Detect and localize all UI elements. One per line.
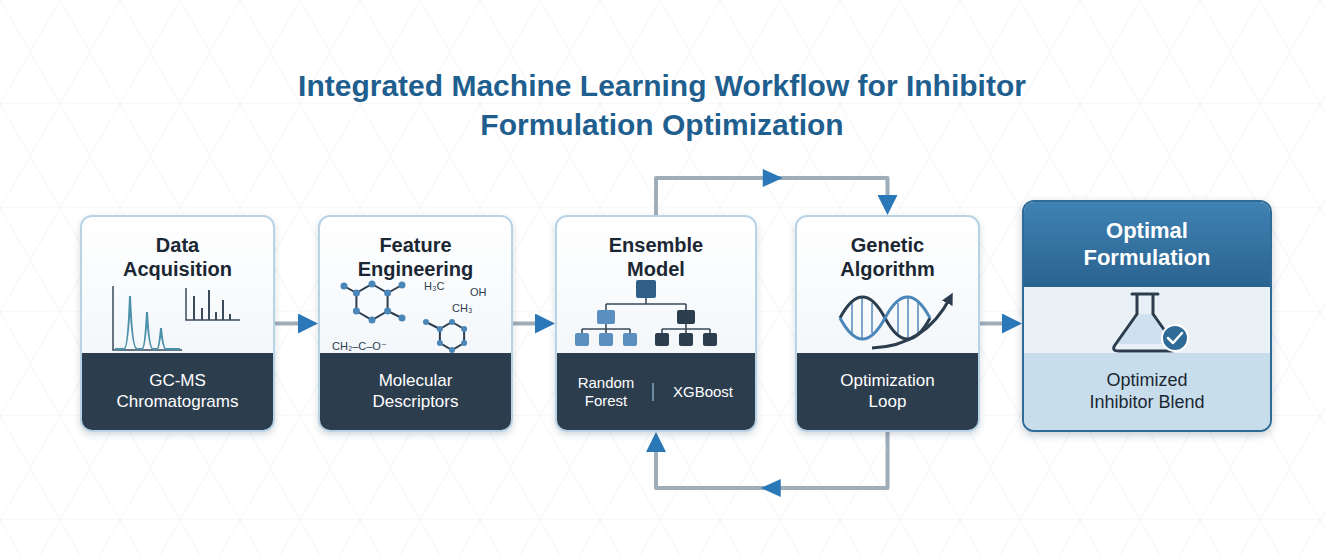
header-band: Optimal Formulation (1024, 202, 1270, 287)
header-area: Feature Engineering (320, 217, 511, 281)
box-caption: Random Forest (560, 374, 652, 410)
formula-label: CH₂–C–O⁻ (332, 340, 387, 352)
loop-arrowhead (763, 169, 783, 187)
footer-band: Molecular Descriptors (320, 353, 511, 430)
box-caption: Optimized Inhibitor Blend (1066, 370, 1228, 413)
diagram-title: Integrated Machine Learning Workflow for… (292, 66, 1032, 144)
box-heading: Ensemble Model (590, 233, 722, 281)
box-caption: XGBoost (652, 383, 752, 401)
box-heading: Genetic Algorithm (822, 233, 954, 281)
footer-band: GC-MS Chromatograms (82, 353, 273, 430)
header-area: Data Acquisition (82, 217, 273, 281)
feedback-loop-arrow (656, 432, 888, 488)
box-caption: Molecular Descriptors (335, 371, 497, 412)
formula-label: H₃C (424, 280, 444, 292)
footer-band: Optimized Inhibitor Blend (1024, 353, 1270, 430)
title-block: Integrated Machine Learning Workflow for… (292, 66, 1032, 144)
process-box: Feature EngineeringMolecular Descriptors (318, 215, 513, 432)
box-heading: Feature Engineering (350, 233, 482, 281)
formula-label-wrap: CH₂–C–O⁻ (332, 336, 387, 354)
formula-label-wrap: H₃C (424, 276, 444, 294)
box-heading: Optimal Formulation (1057, 218, 1237, 271)
footer-band: Optimization Loop (797, 353, 978, 430)
flow-arrow (980, 322, 1014, 326)
formula-label: OH (470, 286, 487, 298)
tree-icon (575, 280, 717, 346)
flask-icon (1114, 294, 1188, 351)
process-box: Ensemble ModelRandom ForestXGBoost (555, 215, 757, 432)
formula-label-wrap: OH (470, 282, 487, 300)
box-caption: Optimization Loop (817, 371, 959, 412)
footer-band: Random ForestXGBoost (557, 353, 755, 430)
flow-arrow (275, 322, 310, 326)
loop-arrowhead (761, 479, 781, 497)
box-heading: Data Acquisition (112, 233, 244, 281)
chromatogram-icon (113, 286, 240, 350)
flow-arrow (513, 322, 547, 326)
box-caption: GC-MS Chromatograms (97, 371, 259, 412)
dna-icon (840, 297, 950, 348)
formula-label: CH₃ (452, 302, 472, 314)
process-box: Data AcquisitionGC-MS Chromatograms (80, 215, 275, 432)
feedback-loop-arrow (656, 178, 888, 215)
formula-label-wrap: CH₃ (452, 298, 472, 316)
header-area: Ensemble Model (557, 217, 755, 281)
header-area: Genetic Algorithm (797, 217, 978, 281)
